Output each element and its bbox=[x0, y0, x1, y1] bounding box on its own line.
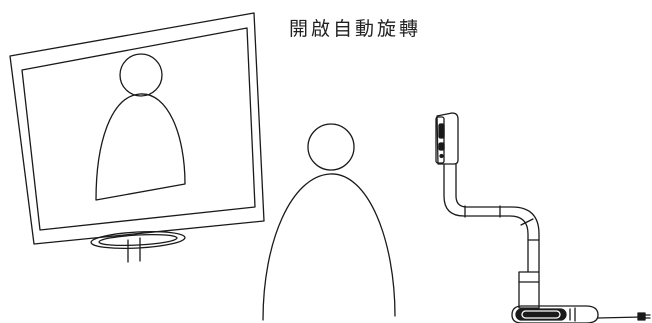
auto-rotate-caption: 開啟自動旋轉 bbox=[289, 18, 422, 40]
camera-sensor-dot bbox=[439, 153, 444, 159]
cable-plug bbox=[637, 312, 646, 321]
camera-post bbox=[518, 271, 540, 309]
camera-base bbox=[511, 305, 599, 323]
camera-base-ridge bbox=[569, 307, 576, 322]
arm-joint-3 bbox=[520, 218, 534, 226]
monitor-outer-frame bbox=[9, 12, 265, 245]
monitor-screen bbox=[21, 27, 256, 231]
document-camera bbox=[435, 112, 651, 323]
cable-plug-tip bbox=[644, 314, 651, 319]
camera-head-front bbox=[435, 116, 445, 164]
camera-head bbox=[436, 112, 459, 165]
camera-lens bbox=[438, 123, 445, 139]
camera-base-inner bbox=[515, 308, 567, 321]
camera-light bbox=[438, 142, 445, 151]
presenter-head bbox=[307, 123, 355, 171]
camera-cable bbox=[597, 316, 641, 319]
monitor-stand-base-inner bbox=[98, 233, 178, 247]
camera-arm-inner bbox=[455, 163, 540, 273]
on-screen-person-head bbox=[119, 53, 163, 97]
on-screen-person-body bbox=[95, 93, 186, 201]
presenter bbox=[262, 123, 396, 321]
camera-arm-outer bbox=[443, 163, 529, 273]
monitor-stand-neck bbox=[127, 237, 141, 263]
camera-base-slot bbox=[521, 310, 561, 319]
monitor bbox=[9, 12, 265, 263]
presenter-body bbox=[262, 173, 396, 321]
monitor-stand-base bbox=[90, 230, 186, 250]
